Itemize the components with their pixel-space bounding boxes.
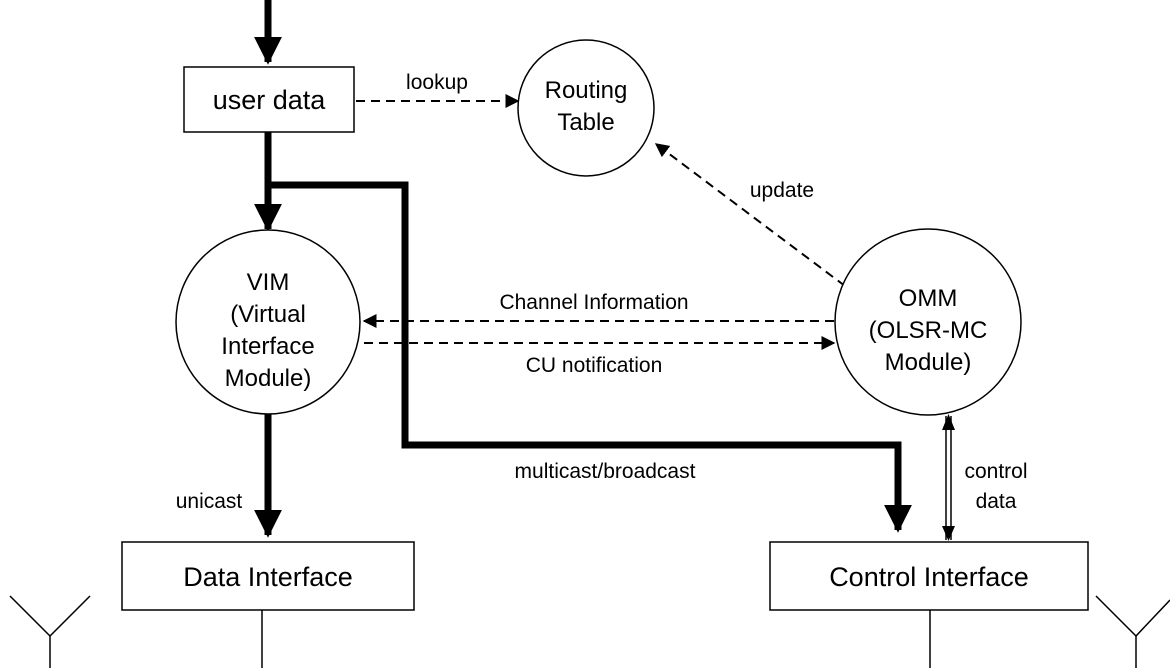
vim-node: VIM (Virtual Interface Module) xyxy=(175,229,361,415)
vim-label-line4: Module) xyxy=(225,365,312,392)
data-interface-node: Data Interface xyxy=(121,541,415,611)
control-interface-node: Control Interface xyxy=(769,541,1089,611)
routing-table-node: Routing Table xyxy=(517,39,655,177)
omm-label-line1: OMM xyxy=(899,285,958,312)
omm-node: OMM (OLSR-MC Module) xyxy=(834,228,1022,416)
omm-label-line2: (OLSR-MC xyxy=(869,317,988,344)
data-interface-label: Data Interface xyxy=(183,562,353,592)
vim-label-line2: (Virtual xyxy=(230,301,306,328)
routing-table-label-line2: Table xyxy=(557,109,614,136)
control-data-label-line2: data xyxy=(976,490,1017,513)
omm-label-line3: Module) xyxy=(885,349,972,376)
multicast-broadcast-label: multicast/broadcast xyxy=(515,460,696,483)
control-interface-label: Control Interface xyxy=(829,562,1029,592)
routing-table-label-line1: Routing xyxy=(545,77,628,104)
channel-information-label: Channel Information xyxy=(499,291,688,314)
control-data-label-line1: control xyxy=(964,460,1027,483)
user-data-node: user data xyxy=(183,66,355,133)
update-arrow xyxy=(654,143,846,287)
multicast-broadcast-path xyxy=(268,181,912,533)
lookup-label: lookup xyxy=(406,71,468,94)
vim-label-line3: Interface xyxy=(221,333,314,360)
vim-label-line1: VIM xyxy=(247,269,290,296)
control-data-link xyxy=(942,414,955,541)
cu-notification-label: CU notification xyxy=(526,354,663,377)
user-data-label: user data xyxy=(213,85,327,115)
right-antenna-icon xyxy=(1095,595,1170,668)
update-label: update xyxy=(750,179,814,202)
left-antenna-icon xyxy=(9,595,91,668)
unicast-label: unicast xyxy=(176,490,243,513)
